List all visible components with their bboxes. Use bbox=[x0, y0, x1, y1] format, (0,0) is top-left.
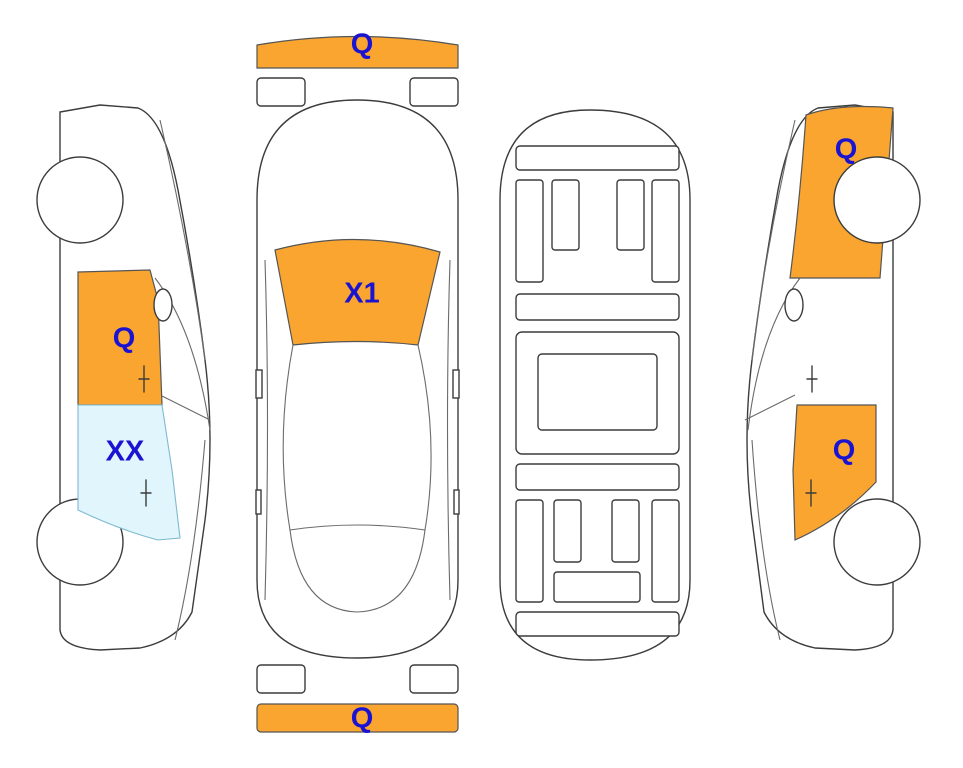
underside-block-5 bbox=[515, 499, 544, 603]
rear-bumper-panel bbox=[256, 703, 459, 733]
left-side-inner-line bbox=[159, 119, 206, 361]
underside-block-3 bbox=[616, 179, 645, 251]
rear-left-light bbox=[256, 664, 306, 694]
underside-mid-bar-2 bbox=[515, 463, 680, 491]
left-front-wheel bbox=[36, 156, 124, 244]
top-view-rear-window bbox=[289, 529, 426, 613]
left-side-view: Q XX bbox=[36, 104, 211, 651]
underside-mid-bar-1 bbox=[515, 293, 680, 321]
top-view-inner-right bbox=[446, 259, 451, 601]
front-left-light bbox=[256, 77, 306, 107]
left-side-inner-line-lower bbox=[174, 439, 206, 641]
front-right-light bbox=[409, 77, 459, 107]
right-rear-door-label: Q bbox=[833, 435, 856, 467]
windshield-label: X1 bbox=[344, 278, 379, 310]
windshield-panel bbox=[274, 238, 441, 346]
left-mirror-top bbox=[255, 369, 263, 399]
left-side-belt-line bbox=[159, 394, 211, 421]
right-front-wheel bbox=[833, 498, 921, 586]
left-rear-door-panel bbox=[77, 404, 181, 541]
rear-right-light bbox=[409, 664, 459, 694]
right-front-fender-label: Q bbox=[835, 134, 858, 166]
underside-block-1 bbox=[515, 179, 544, 283]
right-mirror-top bbox=[452, 369, 460, 399]
underside-block-2 bbox=[551, 179, 580, 251]
right-side-inner-line bbox=[751, 119, 796, 361]
underside-block-6 bbox=[553, 499, 582, 563]
right-side-belt-line bbox=[744, 394, 796, 421]
underside-front-bar bbox=[515, 145, 680, 171]
top-view-body-outline bbox=[256, 99, 459, 659]
underside-block-4 bbox=[651, 179, 680, 283]
left-handle-top bbox=[255, 489, 262, 515]
underside-view bbox=[499, 109, 691, 661]
right-rear-door-handle bbox=[805, 479, 817, 507]
left-front-door-panel bbox=[77, 269, 163, 406]
right-rear-door-panel bbox=[792, 404, 877, 541]
underside-rear-bar bbox=[515, 611, 680, 637]
underside-rear-panel bbox=[553, 571, 641, 603]
right-mirror bbox=[784, 288, 804, 322]
underside-block-8 bbox=[651, 499, 680, 603]
right-side-view: Q Q bbox=[744, 104, 921, 651]
underside-center-panel bbox=[537, 353, 658, 431]
left-front-door-label: Q bbox=[113, 323, 136, 355]
top-view-roof bbox=[282, 344, 432, 531]
right-side-inner-line-lower bbox=[751, 439, 781, 641]
left-rear-door-handle bbox=[140, 479, 152, 507]
right-handle-top bbox=[453, 489, 460, 515]
rear-bumper-label: Q bbox=[351, 703, 374, 735]
left-mirror bbox=[153, 288, 173, 322]
left-front-door-handle bbox=[138, 365, 150, 393]
right-front-door-handle bbox=[806, 365, 818, 393]
right-rear-wheel bbox=[833, 156, 921, 244]
top-view-inner-left bbox=[264, 259, 269, 601]
front-bumper-label: Q bbox=[351, 29, 374, 61]
top-view: Q X1 Q bbox=[255, 29, 460, 735]
underside-block-7 bbox=[611, 499, 640, 563]
front-bumper-panel bbox=[256, 35, 459, 69]
left-rear-door-label: XX bbox=[106, 436, 145, 468]
